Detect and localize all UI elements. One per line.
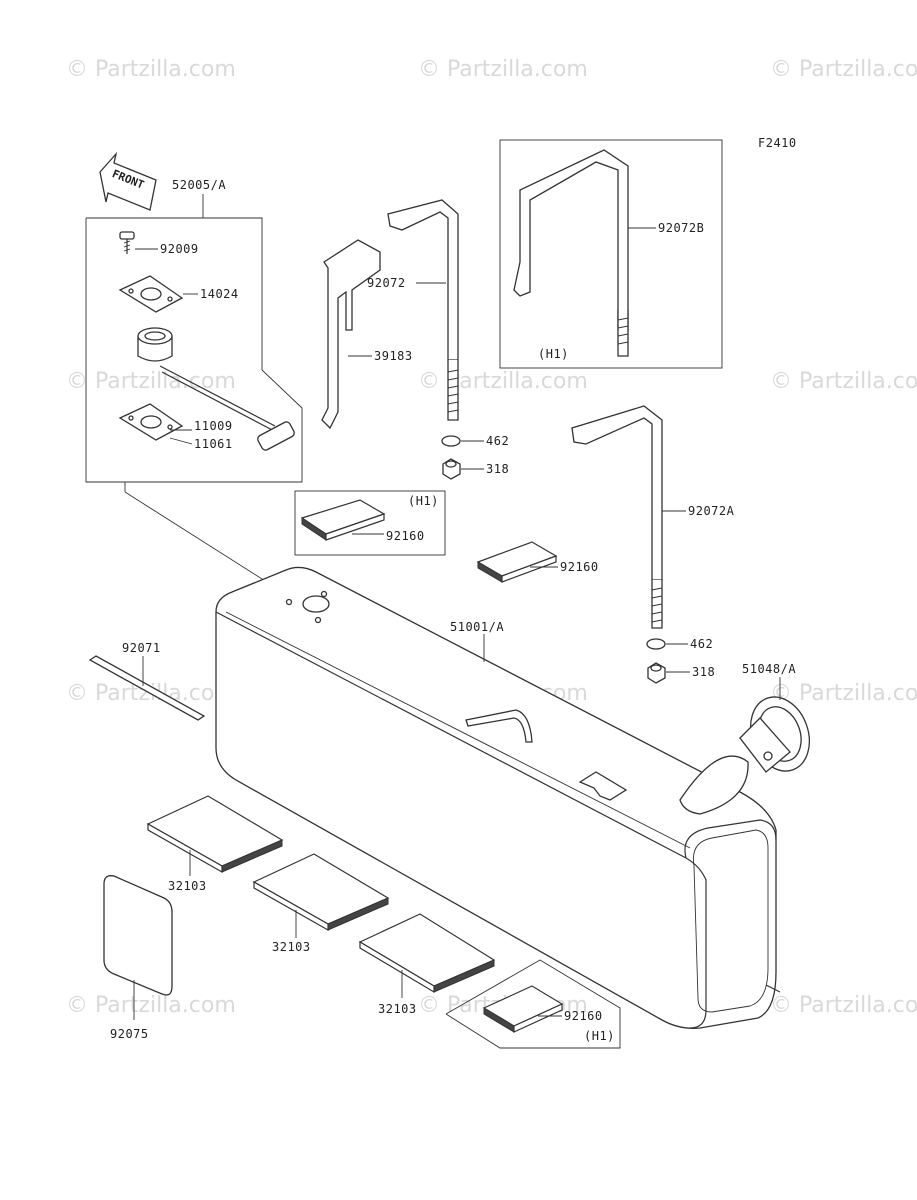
label-92160-a: 92160	[386, 529, 425, 543]
label-51001: 51001/A	[450, 620, 504, 634]
pad-32103-c: 32103	[358, 913, 496, 1016]
watermark: © Partzilla.com	[418, 57, 588, 82]
strap-92072: 92072	[367, 199, 459, 421]
watermark: © Partzilla.com	[66, 57, 236, 82]
label-h1-pad: (H1)	[408, 494, 439, 508]
front-arrow-icon: FRONT	[99, 151, 157, 211]
watermark: © Partzilla.com	[770, 993, 917, 1018]
label-92072: 92072	[367, 276, 406, 290]
diagram-code: F2410	[758, 136, 797, 150]
label-92075: 92075	[110, 1027, 149, 1041]
pad-32103-b: 32103	[252, 853, 390, 954]
label-51048: 51048/A	[742, 662, 796, 676]
pad-92160-h1-group: 92160 (H1)	[294, 490, 446, 556]
label-92071: 92071	[122, 641, 161, 655]
label-462-b: 462	[690, 637, 713, 651]
label-462-a: 462	[486, 434, 509, 448]
label-39183: 39183	[374, 349, 413, 363]
label-92160-c: 92160	[564, 1009, 603, 1023]
screw-92009: 92009	[119, 231, 199, 256]
label-92072a: 92072A	[688, 504, 735, 518]
label-h1-bottom: (H1)	[584, 1029, 615, 1043]
watermark: © Partzilla.com	[66, 369, 236, 394]
pad-92075: 92075	[103, 875, 173, 1041]
watermark: © Partzilla.com	[66, 993, 236, 1018]
label-11009: 11009	[194, 419, 233, 433]
label-318-b: 318	[692, 665, 715, 679]
label-32103-c: 32103	[378, 1002, 417, 1016]
bracket-39183: 39183	[321, 239, 413, 430]
label-32103-a: 32103	[168, 879, 207, 893]
label-h1-b: (H1)	[538, 347, 569, 361]
strap-92072b-group: 92072B (H1)	[499, 139, 723, 369]
plate-14024: 14024	[118, 275, 239, 313]
pad-92160: 92160	[476, 541, 599, 583]
watermark: © Partzilla.com	[770, 369, 917, 394]
label-52005: 52005/A	[172, 178, 226, 192]
fuel-cap-51048: 51048/A	[739, 662, 810, 773]
label-318-a: 318	[486, 462, 509, 476]
label-92160-b: 92160	[560, 560, 599, 574]
watermark: © Partzilla.com	[770, 681, 917, 706]
pad-92160-bottom-group: 92160 (H1)	[445, 959, 621, 1049]
label-32103-b: 32103	[272, 940, 311, 954]
label-92009: 92009	[160, 242, 199, 256]
label-11061: 11061	[194, 437, 233, 451]
washer-nut-upper: 462 318	[441, 434, 509, 480]
fuel-tank-51001: 51001/A	[215, 566, 781, 1029]
label-92072b: 92072B	[658, 221, 704, 235]
strap-92072a: 92072A	[571, 405, 735, 629]
watermark: © Partzilla.com	[770, 57, 917, 82]
label-14024: 14024	[200, 287, 239, 301]
watermark: © Partzilla.com	[418, 369, 588, 394]
pad-32103-a: 32103	[146, 795, 284, 893]
fuel-sender-11009-11061: 11009 11061	[118, 327, 295, 451]
strip-92071: 92071	[88, 641, 206, 721]
washer-nut-lower: 462 318	[646, 637, 715, 684]
